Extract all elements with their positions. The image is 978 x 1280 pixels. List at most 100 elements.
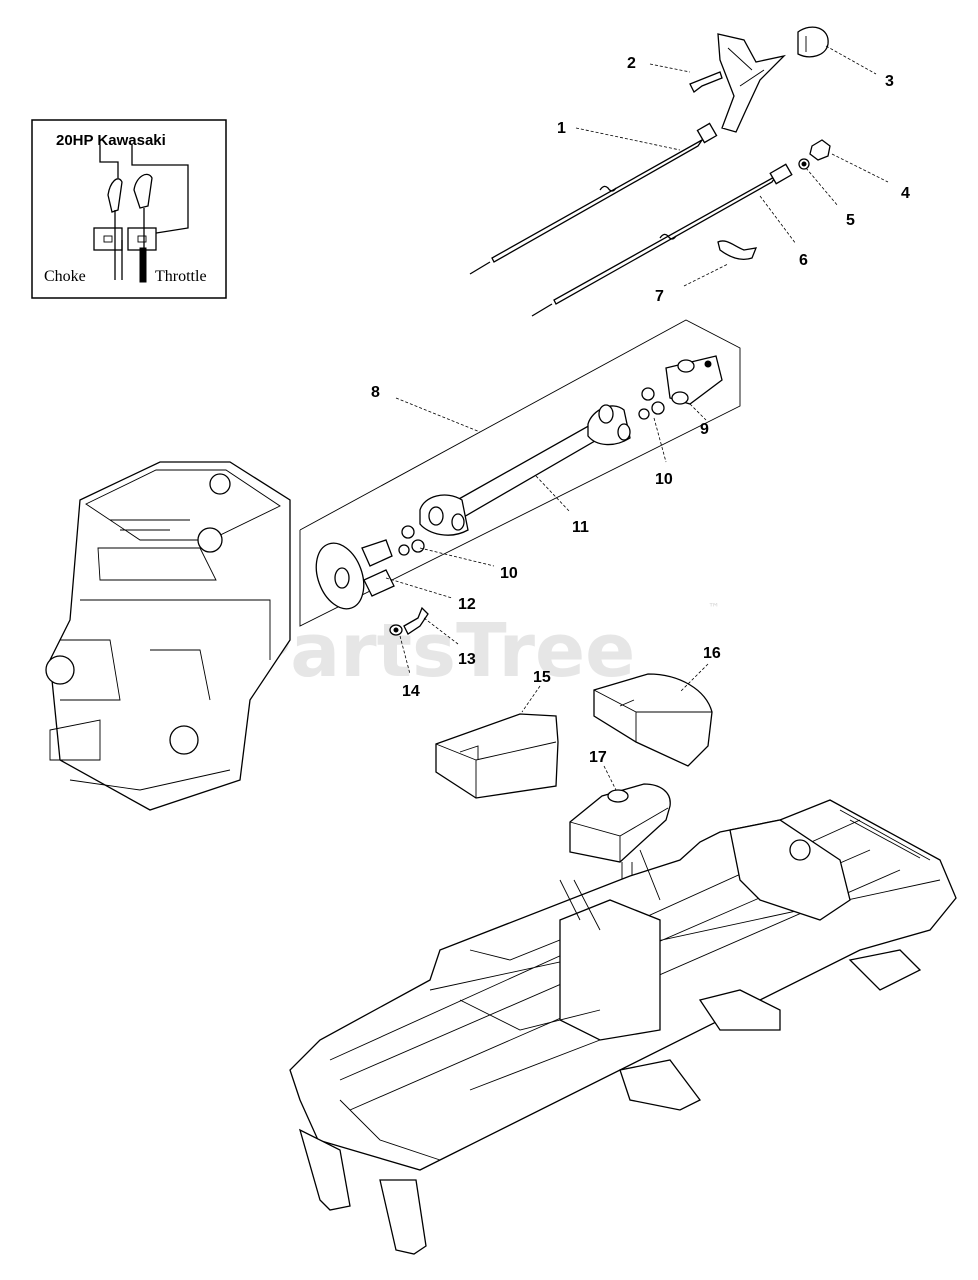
callout-10-upper: 10 — [655, 471, 673, 488]
bolt-part-13 — [403, 606, 429, 635]
weight-15-body — [435, 713, 559, 799]
driveshaft-group-frame — [299, 319, 741, 627]
callout-9: 9 — [700, 421, 709, 438]
callout-12: 12 — [458, 596, 476, 613]
engine-top-cover — [85, 469, 281, 541]
callout-5: 5 — [846, 212, 855, 229]
callout-17: 17 — [589, 749, 607, 766]
yoke-far-hole — [598, 404, 614, 424]
frame-rear-box — [729, 819, 851, 921]
leader-1 — [575, 127, 681, 151]
callout-1: 1 — [557, 120, 566, 137]
throttle-cable-route — [131, 145, 189, 235]
throttle-lever-icon — [133, 173, 153, 209]
callout-13: 13 — [458, 651, 476, 668]
ujoint-cross-upper — [641, 387, 655, 401]
choke-cable-route — [99, 145, 119, 178]
yoke-near-hole-2 — [451, 513, 465, 531]
watermark-trademark: ™ — [708, 601, 720, 615]
weight-17-body — [569, 783, 671, 863]
weight-16-body — [593, 673, 713, 767]
flange-ear-bottom — [363, 569, 395, 597]
leader-4 — [831, 153, 889, 183]
throttle-cable-part-6 — [531, 163, 793, 317]
leader-12 — [385, 577, 453, 599]
choke-label: Choke — [44, 268, 86, 285]
yoke-9-pin — [704, 360, 712, 368]
cable-1-tip — [469, 261, 491, 275]
cable-1-break-icon — [599, 185, 617, 192]
yoke-near-hole — [428, 506, 444, 526]
weight-16-edges — [593, 689, 712, 742]
inset-frame — [31, 119, 227, 299]
engine-block — [49, 461, 291, 811]
weight-17-edges — [569, 807, 669, 862]
frame-uprights — [559, 849, 661, 931]
callout-4: 4 — [901, 185, 910, 202]
weight-15-edges — [435, 741, 557, 798]
leader-3 — [825, 45, 877, 75]
callout-11: 11 — [572, 519, 589, 536]
yoke-far-hole-2 — [617, 423, 631, 441]
knob-part-3 — [797, 26, 829, 58]
clip-part-7 — [717, 240, 758, 260]
cable-1-ferrule — [696, 122, 718, 144]
group-outline — [299, 319, 741, 627]
flange-hub — [334, 567, 350, 589]
shaft-tube-part-11 — [448, 423, 601, 519]
cable-6-ferrule — [769, 163, 793, 185]
frame-hitch-grate — [829, 799, 941, 861]
leader-11 — [535, 475, 571, 513]
frame-front-leg-2 — [379, 1179, 427, 1255]
driveshaft-assembly — [315, 355, 723, 636]
callout-16: 16 — [703, 645, 721, 662]
control-lever-assembly — [689, 26, 831, 260]
frame-rear-tab — [848, 949, 922, 991]
leader-10b — [419, 547, 495, 567]
cable-6-break-icon — [659, 233, 677, 240]
ujoint-cross-lower — [401, 525, 415, 539]
engine-base-lines — [69, 599, 240, 791]
leader-14 — [399, 635, 411, 675]
cable-6-sheath — [553, 175, 777, 305]
weight-part-16 — [593, 673, 713, 767]
leader-13 — [423, 617, 459, 645]
throttle-rod — [139, 247, 147, 283]
ujoint-cross-upper-b — [651, 401, 665, 415]
washer-14-hole — [393, 627, 399, 633]
frame-center-plate — [559, 899, 661, 1041]
inset-kawasaki: 20HP Kawasaki Choke Throttle — [31, 119, 227, 299]
nut-part-4 — [809, 139, 831, 161]
callout-14: 14 — [402, 683, 420, 700]
yoke-9-hole-2 — [671, 391, 689, 405]
lever-bracket — [717, 33, 787, 133]
choke-lever-icon — [107, 178, 123, 213]
frame-rear-hole — [789, 839, 811, 861]
frame-details — [339, 999, 601, 1161]
ujoint-cross-lower-b — [411, 539, 425, 553]
engine-filler — [197, 527, 223, 553]
washer-hole — [801, 161, 807, 167]
weight-part-15 — [435, 713, 559, 799]
callout-10-lower: 10 — [500, 565, 518, 582]
callout-8: 8 — [371, 384, 380, 401]
watermark-text: PartsTree — [238, 608, 635, 694]
throttle-bracket — [127, 227, 157, 251]
inset-title: 20HP Kawasaki — [56, 132, 166, 149]
frame-mid-bracket — [619, 1059, 701, 1111]
throttle-label: Throttle — [155, 268, 207, 285]
leader-16 — [679, 663, 709, 693]
frame-front-leg — [298, 1128, 351, 1211]
weight-17-hole — [607, 789, 629, 803]
yoke-9-hole — [677, 359, 695, 373]
throttle-clip — [137, 235, 147, 243]
leader-6 — [759, 195, 797, 245]
engine-pulley — [169, 725, 199, 755]
tractor-frame — [289, 799, 957, 1255]
callout-7: 7 — [655, 288, 664, 305]
bolt-part-2 — [689, 71, 723, 93]
ujoint-cross-upper-c — [638, 408, 650, 420]
leader-17 — [603, 765, 617, 791]
callout-labels: 1 2 3 4 5 6 7 8 9 10 10 11 12 13 14 15 1… — [371, 55, 910, 766]
